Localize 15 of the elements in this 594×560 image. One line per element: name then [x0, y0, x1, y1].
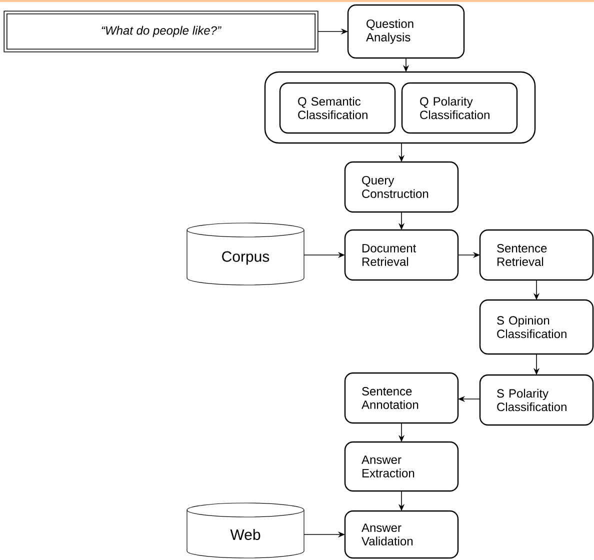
process-box: Sentence Annotation	[344, 372, 459, 424]
process-box: S Opinion Classification	[479, 299, 594, 355]
process-box: Query Construction	[344, 161, 459, 213]
process-box: Answer Extraction	[344, 441, 459, 492]
database-cylinder: Web	[186, 502, 304, 558]
question-box: “What do people like?”	[4, 10, 318, 52]
database-cylinder: Corpus	[186, 222, 304, 286]
process-box: Question Analysis	[347, 4, 465, 59]
process-box: Answer Validation	[344, 510, 459, 559]
process-box: S Polarity Classification	[479, 374, 594, 426]
process-box: Sentence Retrieval	[479, 229, 594, 281]
process-box: Document Retrieval	[344, 229, 459, 281]
process-box: Q Semantic Classification	[279, 82, 396, 134]
process-box: Q Polarity Classification	[401, 82, 518, 134]
group-box	[264, 71, 536, 144]
